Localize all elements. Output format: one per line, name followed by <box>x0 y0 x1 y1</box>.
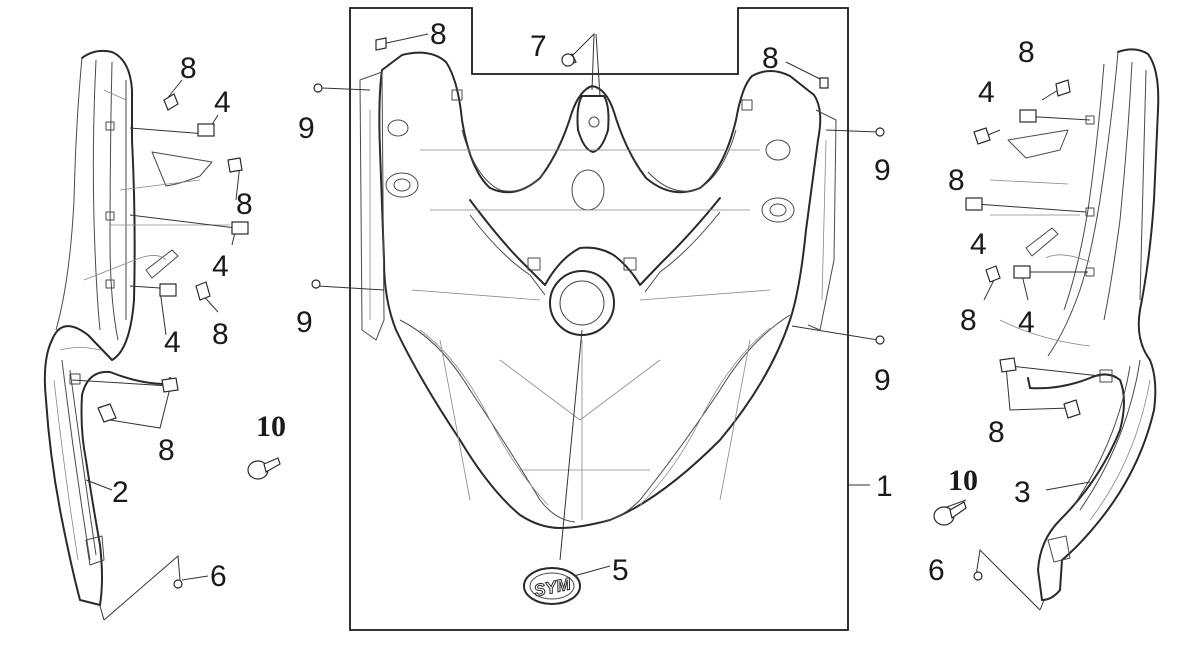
callout-4: 4 <box>1018 306 1035 339</box>
emblem-part-5: SYM <box>523 567 581 605</box>
screw-part-6 <box>173 571 983 589</box>
callout-8: 8 <box>960 304 977 337</box>
callout-9: 9 <box>296 306 313 339</box>
callout-9: 9 <box>874 154 891 187</box>
callout-8: 8 <box>988 416 1005 449</box>
callout-8: 8 <box>158 434 175 467</box>
bolt-part-10 <box>247 457 967 526</box>
callout-8: 8 <box>180 52 197 85</box>
callout-10: 10 <box>256 410 286 443</box>
nut-part-4 <box>159 109 1037 297</box>
callout-9: 9 <box>298 112 315 145</box>
emblem-text: SYM <box>532 574 573 600</box>
callout-8: 8 <box>762 42 779 75</box>
right-side-panel <box>989 48 1160 601</box>
callout-4: 4 <box>978 76 995 109</box>
callout-8: 8 <box>948 164 965 197</box>
callout-4: 4 <box>970 228 987 261</box>
callout-10: 10 <box>948 464 978 497</box>
callout-6: 6 <box>928 554 945 587</box>
callout-3: 3 <box>1014 476 1031 509</box>
callout-8: 8 <box>236 188 253 221</box>
fastener-parts: SYM <box>97 37 1081 605</box>
callout-5: 5 <box>612 554 629 587</box>
callout-6: 6 <box>210 560 227 593</box>
callout-8: 8 <box>212 318 229 351</box>
callout-labels: 1 2 3 4 4 4 4 4 4 5 6 6 7 8 8 8 8 8 8 8 … <box>112 18 1035 593</box>
screw-part-7 <box>561 53 577 67</box>
callout-2: 2 <box>112 476 129 509</box>
screw-part-9 <box>311 83 885 345</box>
center-frame <box>349 7 849 631</box>
callout-4: 4 <box>212 250 229 283</box>
callout-9: 9 <box>874 364 891 397</box>
front-cover-panel <box>359 51 837 529</box>
callout-8: 8 <box>1018 36 1035 69</box>
clip-part-8 <box>97 37 1081 423</box>
callout-4: 4 <box>164 326 181 359</box>
callout-7: 7 <box>530 30 547 63</box>
callout-1: 1 <box>876 470 893 503</box>
leader-lines <box>71 32 1101 621</box>
left-side-panel <box>43 49 230 606</box>
callout-8: 8 <box>430 18 447 51</box>
callout-4: 4 <box>214 86 231 119</box>
